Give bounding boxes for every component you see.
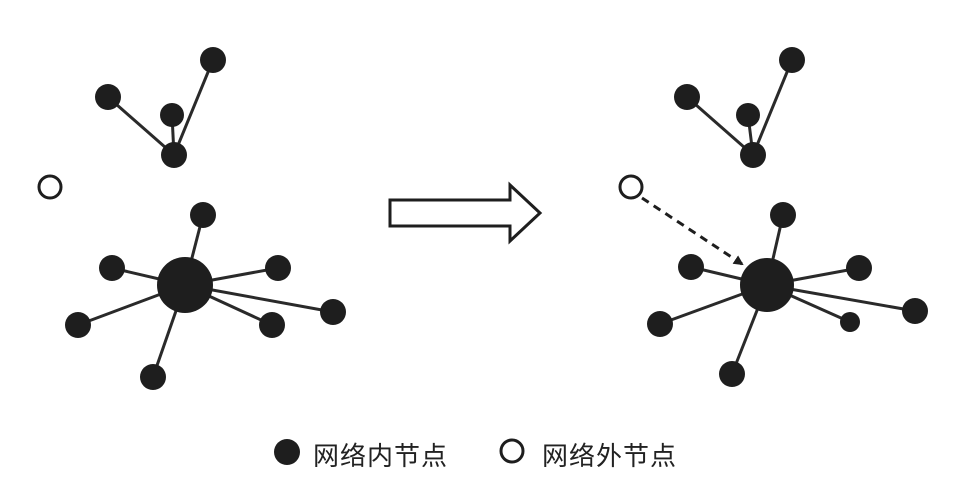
inside-node — [200, 47, 226, 73]
inside-node — [902, 298, 928, 324]
hub-node — [740, 258, 794, 312]
inside-node — [779, 47, 805, 73]
legend-outside-marker-icon — [499, 438, 525, 464]
edge — [751, 59, 794, 156]
inside-node — [647, 311, 673, 337]
inside-node — [190, 202, 216, 228]
legend-outside-label: 网络外节点 — [542, 442, 678, 472]
dashed-connection-arrow — [641, 196, 744, 266]
inside-node — [99, 255, 125, 281]
transition-arrow-icon — [388, 181, 543, 245]
inside-node — [259, 312, 285, 338]
inside-node — [770, 202, 796, 228]
edge — [686, 95, 754, 157]
inside-node — [265, 255, 291, 281]
inside-node — [846, 255, 872, 281]
edge — [172, 59, 215, 156]
legend-inside-marker-icon — [274, 439, 300, 465]
inside-node — [140, 364, 166, 390]
edge — [107, 95, 175, 157]
inside-node — [736, 103, 760, 127]
outside-node — [618, 174, 644, 200]
inside-node — [320, 299, 346, 325]
inside-node — [674, 84, 700, 110]
nodes-after — [647, 47, 928, 387]
inside-node — [840, 312, 860, 332]
inside-node — [678, 254, 704, 280]
hub-node — [157, 257, 213, 313]
outside-node — [37, 174, 63, 200]
inside-node — [160, 103, 184, 127]
inside-node — [65, 312, 91, 338]
inside-node — [719, 361, 745, 387]
inside-node — [95, 84, 121, 110]
inside-node — [740, 142, 766, 168]
legend-inside-label: 网络内节点 — [313, 442, 449, 472]
inside-node — [161, 142, 187, 168]
nodes-before — [65, 47, 346, 390]
